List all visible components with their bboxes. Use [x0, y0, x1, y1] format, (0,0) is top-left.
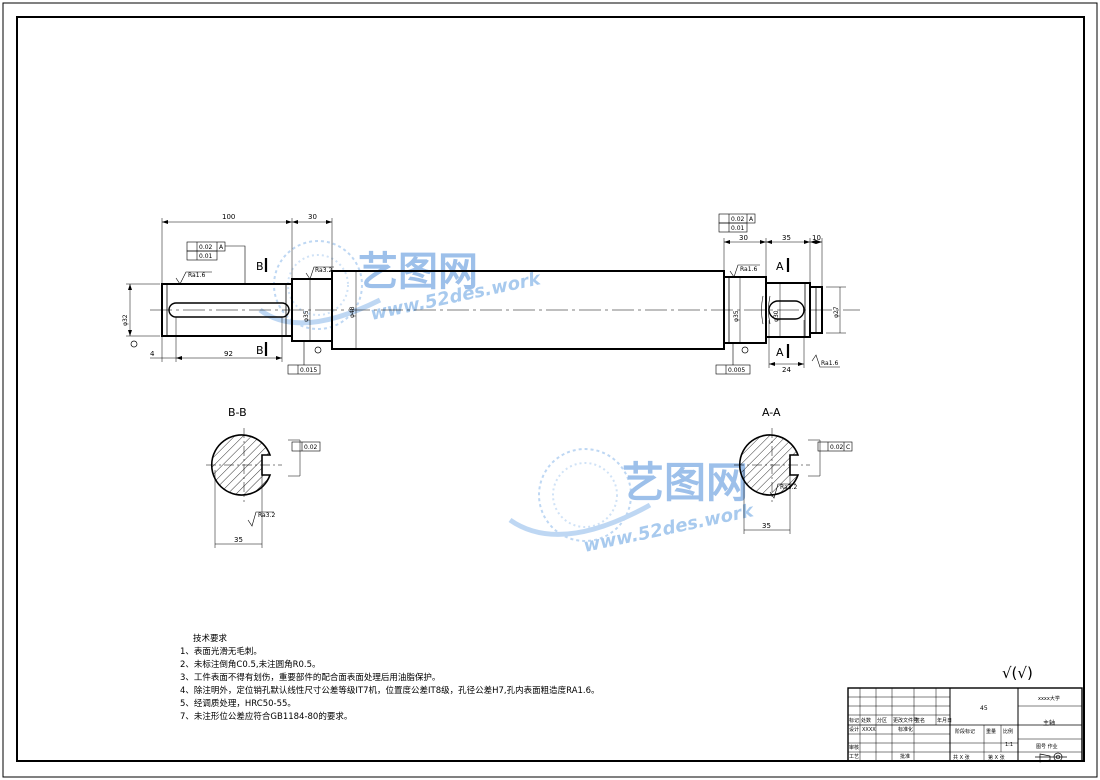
tb-design: 设计 [849, 726, 859, 733]
note-1: 1、表面光滑无毛刺。 [180, 646, 262, 657]
watermark-globe-icon-2 [508, 448, 652, 542]
dim-dia-right-end: φ30 [773, 310, 780, 322]
roughness-left: Ra1.6 [188, 272, 205, 279]
tb-school: xxxx大学 [1038, 695, 1060, 702]
tb-change: 更改文件号 [893, 717, 918, 724]
dimension-arrows [128, 220, 822, 366]
tol-right-runout: 0.02 [731, 216, 745, 223]
projection-symbol-icon [1035, 752, 1067, 763]
tb-zone: 分区 [877, 717, 887, 724]
tb-scale: 1:1 [1005, 742, 1013, 748]
marker-a-lower: A [776, 346, 784, 359]
note-3: 3、工件表面不得有划伤，重要部件的配合面表面处理后用油脂保护。 [180, 672, 440, 683]
note-4: 4、除注明外，定位销孔默认线性尺寸公差等级IT7机，位置度公差IT8级，孔径公差… [180, 685, 600, 696]
tb-sheet: 第 X 张 [988, 754, 1005, 761]
tb-mark: 标记 [849, 717, 859, 724]
roughness-right: Ra1.6 [740, 266, 757, 273]
section-aa-width: 35 [762, 522, 771, 530]
tol-left-runout: 0.02 [199, 244, 213, 251]
tb-stage: 阶段标记 [955, 728, 975, 735]
marker-a-upper: A [776, 260, 784, 273]
tolerance-frame-left-bottom [287, 341, 321, 375]
inner-border [16, 16, 1085, 762]
tb-ratio: 比例 [1003, 728, 1013, 735]
dim-keyway-length: 100 [222, 213, 235, 221]
tb-part-name: 主轴 [1043, 719, 1055, 727]
section-bb-width: 35 [234, 536, 243, 544]
marker-b-lower: B [256, 344, 264, 357]
tol-right-datum: A [749, 216, 754, 223]
tb-drawing-no: 图号 作业 [1036, 743, 1058, 750]
tolerance-frame-left [186, 241, 246, 284]
general-roughness: √(√) [1002, 664, 1033, 682]
tb-process: 工艺 [849, 754, 859, 760]
tb-count: 处数 [861, 717, 871, 724]
dim-right-keyway: 24 [782, 366, 791, 374]
tol-left-datum: A [219, 244, 224, 251]
dim-right-step-a: 30 [739, 234, 748, 242]
dim-dia-right: φ35 [733, 310, 740, 322]
dim-step-length: 30 [308, 213, 317, 221]
section-aa [734, 428, 853, 534]
tol-right-bottom: 0.005 [728, 367, 745, 374]
datum-symbols [130, 340, 749, 354]
tb-weight: 重量 [986, 728, 996, 735]
dim-right-step-b: 35 [782, 234, 791, 242]
watermark-brand-2: 艺图网 [622, 458, 748, 507]
section-aa-rough: Ra3.2 [780, 484, 797, 491]
dim-dia-main: φ48 [349, 306, 356, 318]
title-block [847, 687, 1083, 762]
tb-designer: XXXX [862, 727, 876, 733]
groove-break-lines [761, 295, 771, 325]
tb-standard: 标准化 [898, 726, 913, 733]
roughness-step: Ra3.2 [315, 267, 332, 274]
dim-key-length: 92 [224, 350, 233, 358]
tb-review: 审核 [849, 744, 859, 751]
tol-left-cyl: 0.01 [199, 253, 213, 260]
section-bb-label: B-B [228, 406, 247, 419]
roughness-tip: Ra1.6 [821, 360, 838, 367]
note-6: 7、未注形位公差应符合GB1184-80的要求。 [180, 711, 352, 722]
section-bb-tol: 0.02 [304, 444, 318, 451]
section-cut-marks [264, 258, 790, 358]
tb-sheets: 共 X 张 [953, 754, 970, 761]
shaft-chamfers [166, 277, 817, 343]
tol-left-bottom: 0.015 [300, 367, 317, 374]
tb-date: 年月日 [937, 717, 952, 724]
right-keyway [768, 300, 805, 320]
dim-dia-tip: φ27 [833, 306, 840, 318]
watermark-bottom: 艺图网 www.52des.work [508, 448, 757, 557]
tb-material: 45 [980, 705, 988, 712]
section-aa-datum: C [846, 444, 850, 451]
note-2: 2、未标注倒角C0.5,未注圆角R0.5。 [180, 659, 321, 670]
tolerance-frame-right-bottom [715, 343, 751, 375]
note-5: 5、经调质处理，HRC50-55。 [180, 698, 296, 709]
tol-right-cyl: 0.01 [731, 225, 745, 232]
marker-b-upper: B [256, 260, 264, 273]
notes-title: 技术要求 [193, 633, 228, 644]
tolerance-frame-right [718, 213, 756, 233]
dim-dia-left: φ32 [122, 314, 129, 326]
shaft-outline [161, 270, 823, 350]
dim-dia-step: φ35 [303, 310, 310, 322]
dimension-lines [126, 218, 846, 368]
roughness-symbols [175, 264, 840, 368]
section-bb-rough: Ra3.2 [258, 512, 275, 519]
dim-right-step-c: 10 [812, 234, 821, 242]
watermark-url-2: www.52des.work [582, 500, 757, 557]
section-bb [206, 428, 321, 548]
section-aa-tol: 0.02 [830, 444, 844, 451]
dim-keyway-offset: 4 [150, 350, 155, 358]
section-aa-label: A-A [762, 406, 781, 419]
tb-approve: 批准 [900, 753, 910, 760]
tb-sign: 签名 [915, 717, 925, 724]
